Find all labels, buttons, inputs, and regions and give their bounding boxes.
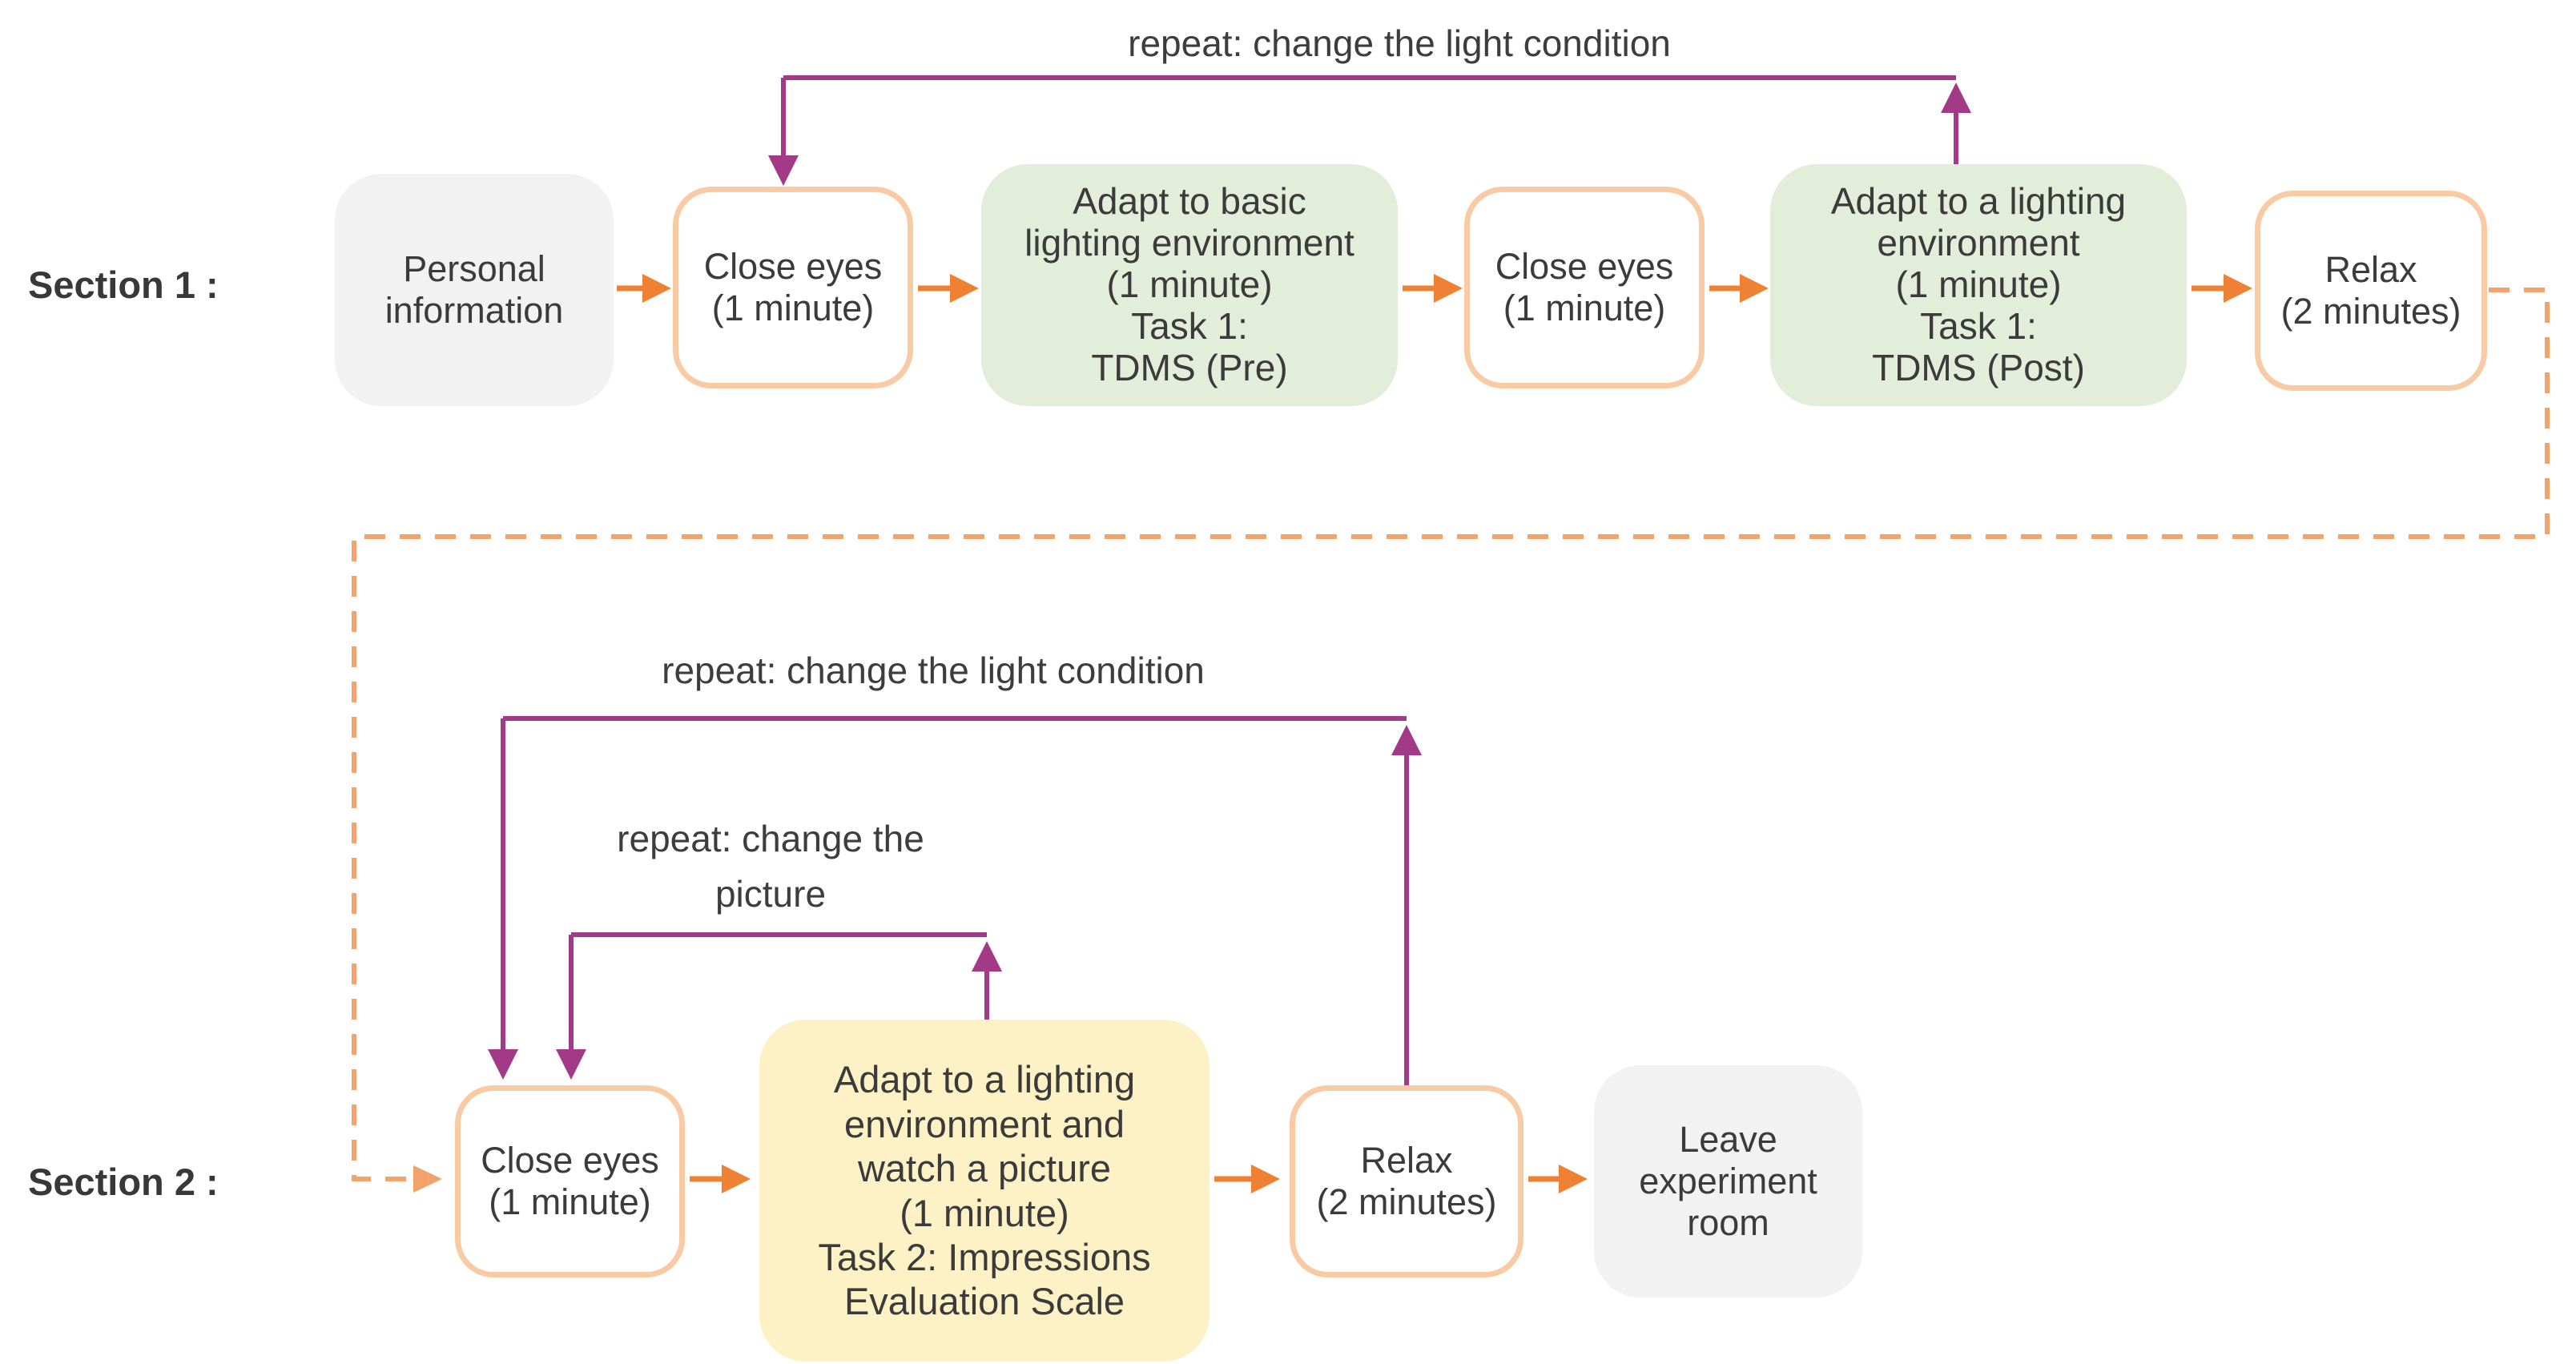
arrowhead-icon — [950, 274, 979, 303]
node-close-eyes-2: Close eyes (1 minute) — [1464, 187, 1705, 388]
section2-repeat-light-loop — [501, 716, 1409, 1085]
section1-label: Section 1 : — [28, 264, 219, 306]
arrowhead-icon — [1251, 1165, 1280, 1193]
dashed-connector-section1-to-section2 — [352, 288, 2550, 1181]
node-personal-information: Personal information — [335, 174, 614, 406]
up-arrowhead-icon — [972, 941, 1002, 972]
down-arrowhead-icon — [488, 1049, 518, 1080]
node-close-eyes-1: Close eyes (1 minute) — [673, 187, 913, 388]
node-adapt-lighting-post: Adapt to a lighting environment (1 minut… — [1770, 164, 2187, 406]
down-arrowhead-icon — [768, 155, 799, 186]
section2-label: Section 2 : — [28, 1161, 219, 1203]
node-adapt-lighting-watch-picture: Adapt to a lighting environment and watc… — [759, 1020, 1210, 1362]
arrowhead-icon — [2224, 274, 2252, 303]
dashed-connector-arrowhead-icon — [413, 1165, 442, 1193]
node-close-eyes-3: Close eyes (1 minute) — [455, 1085, 685, 1277]
node-relax-2: Relax (2 minutes) — [1290, 1085, 1523, 1277]
repeat-picture-label-section2: repeat: change the picture — [617, 818, 924, 915]
up-arrowhead-icon — [1941, 82, 1971, 113]
down-arrowhead-icon — [556, 1049, 586, 1080]
section1-repeat-loop-arrowheads — [768, 82, 1971, 186]
arrowhead-icon — [1434, 274, 1463, 303]
section2-repeat-picture-arrowheads — [556, 941, 1002, 1080]
section2-flow-arrowheads — [722, 1165, 1588, 1193]
section1-flow-arrowheads — [642, 274, 2252, 303]
arrowhead-icon — [1559, 1165, 1588, 1193]
arrowhead-icon — [642, 274, 671, 303]
node-leave-experiment-room: Leave experiment room — [1594, 1065, 1862, 1298]
node-adapt-basic-lighting: Adapt to basic lighting environment (1 m… — [981, 164, 1398, 406]
node-relax-1: Relax (2 minutes) — [2255, 191, 2487, 391]
arrowhead-icon — [722, 1165, 751, 1193]
section2-repeat-light-arrowheads — [488, 725, 1422, 1080]
section2-repeat-picture-loop — [569, 932, 989, 1051]
section1-repeat-loop — [781, 75, 1958, 164]
repeat-light-condition-label-section2: repeat: change the light condition — [662, 650, 1205, 691]
repeat-light-condition-label-section1: repeat: change the light condition — [1128, 22, 1671, 64]
arrowhead-icon — [1740, 274, 1769, 303]
up-arrowhead-icon — [1391, 725, 1422, 755]
